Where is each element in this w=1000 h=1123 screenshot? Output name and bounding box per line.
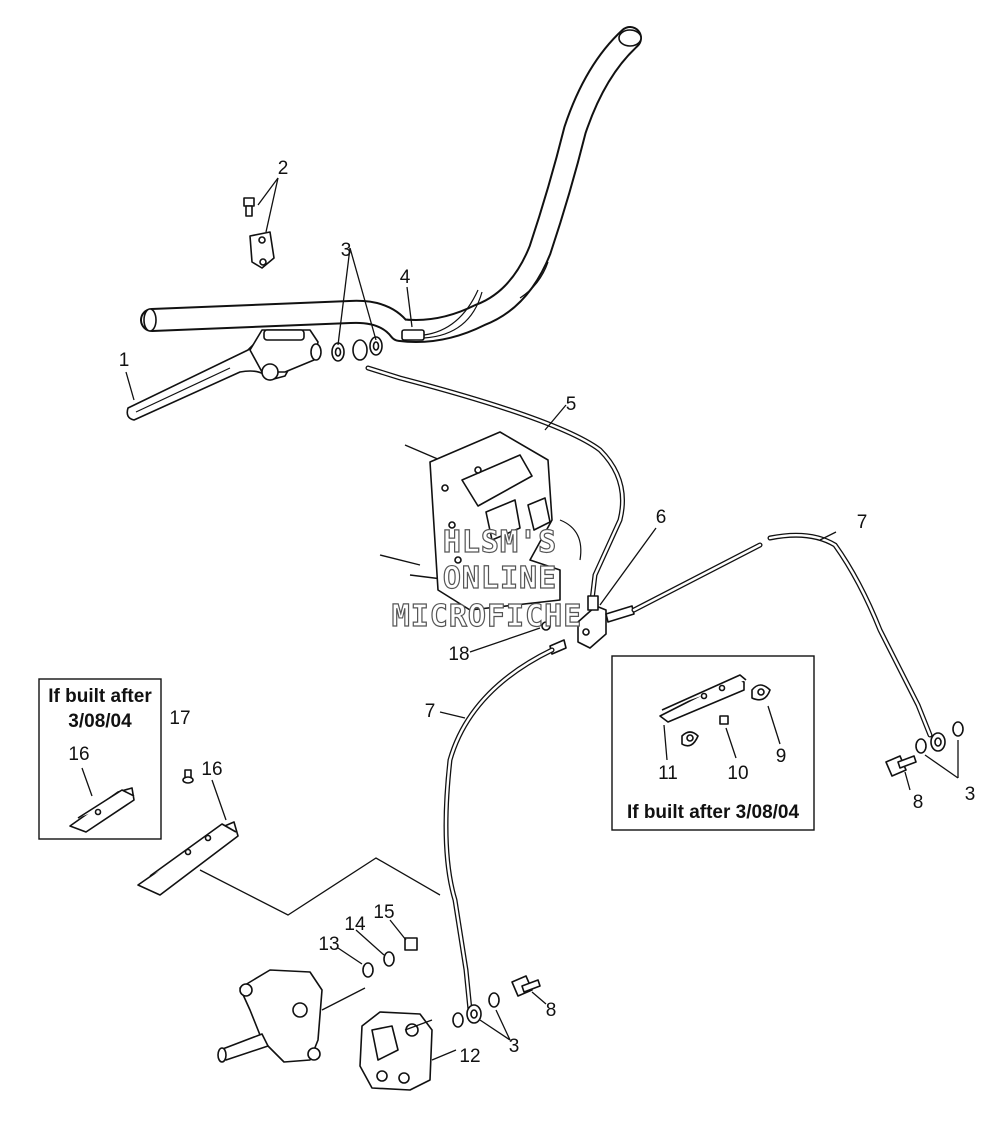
callout-8-left: 8 (546, 1000, 557, 1021)
callout-16-inset: 16 (68, 744, 89, 765)
callout-18: 18 (448, 644, 469, 665)
callout-7-left: 7 (425, 701, 436, 722)
master-cylinder-lever-part-1 (126, 329, 322, 421)
washers-part-3-right (915, 721, 964, 754)
watermark-line2: ONLINE (443, 561, 557, 596)
callout-17: 17 (169, 708, 190, 729)
callout-7-right: 7 (857, 512, 868, 533)
clamp-screw-part-2 (243, 197, 275, 269)
frame-bracket (379, 431, 582, 611)
fitting-part-18 (541, 621, 551, 631)
watermark-line1: HLSM'S (443, 525, 557, 560)
callout-10: 10 (727, 763, 748, 784)
brake-shield-part-16 (137, 821, 239, 896)
callout-3-top: 3 (341, 240, 352, 261)
banjo-bolt-part-8-left (511, 975, 541, 997)
hardware-parts-13-14-15 (362, 937, 418, 978)
screw-part-17 (182, 769, 194, 784)
inset-box-right: 11 10 9 If built after 3/08/04 (611, 655, 815, 831)
callout-11: 11 (658, 763, 678, 784)
handlebar (140, 26, 642, 343)
watermark: HLSM'S ONLINE MICROFICHE (391, 524, 583, 634)
banjo-bolt-part-8-right (885, 755, 917, 777)
callout-6: 6 (656, 507, 667, 528)
brake-hose-part-7-right (605, 532, 946, 752)
right-box-caption: If built after 3/08/04 (627, 802, 800, 823)
callout-3-right: 3 (965, 784, 976, 805)
callout-9: 9 (776, 746, 787, 767)
callout-2: 2 (278, 158, 289, 179)
watermark-line3: MICROFICHE (392, 599, 583, 634)
callout-8-right: 8 (913, 792, 924, 813)
callout-labels: 1 2 3 4 5 6 7 18 7 17 16 8 3 15 14 13 8 … (119, 158, 976, 1067)
callout-3-bottom: 3 (509, 1036, 520, 1057)
inset-box-left: If built after 3/08/04 16 (38, 678, 162, 840)
steering-knuckle (217, 969, 323, 1063)
junction-block-part-6 (577, 595, 607, 649)
callout-13: 13 (318, 934, 339, 955)
callout-5: 5 (566, 394, 577, 415)
callout-15: 15 (373, 902, 394, 923)
washers-part-3-top (331, 336, 383, 362)
callout-14: 14 (344, 914, 366, 935)
left-box-title-line2: 3/08/04 (68, 711, 132, 732)
callout-12: 12 (459, 1046, 480, 1067)
brake-hose-part-7-left (443, 639, 567, 1024)
callout-1: 1 (119, 350, 130, 371)
brake-hose-part-5 (352, 339, 625, 603)
washers-part-3-bottom (452, 992, 500, 1028)
leader-lines (125, 177, 959, 1061)
brake-switch-part-4 (401, 289, 483, 341)
left-box-title-line1: If built after (48, 686, 152, 707)
callout-4: 4 (400, 267, 411, 288)
callout-16-main: 16 (201, 759, 222, 780)
